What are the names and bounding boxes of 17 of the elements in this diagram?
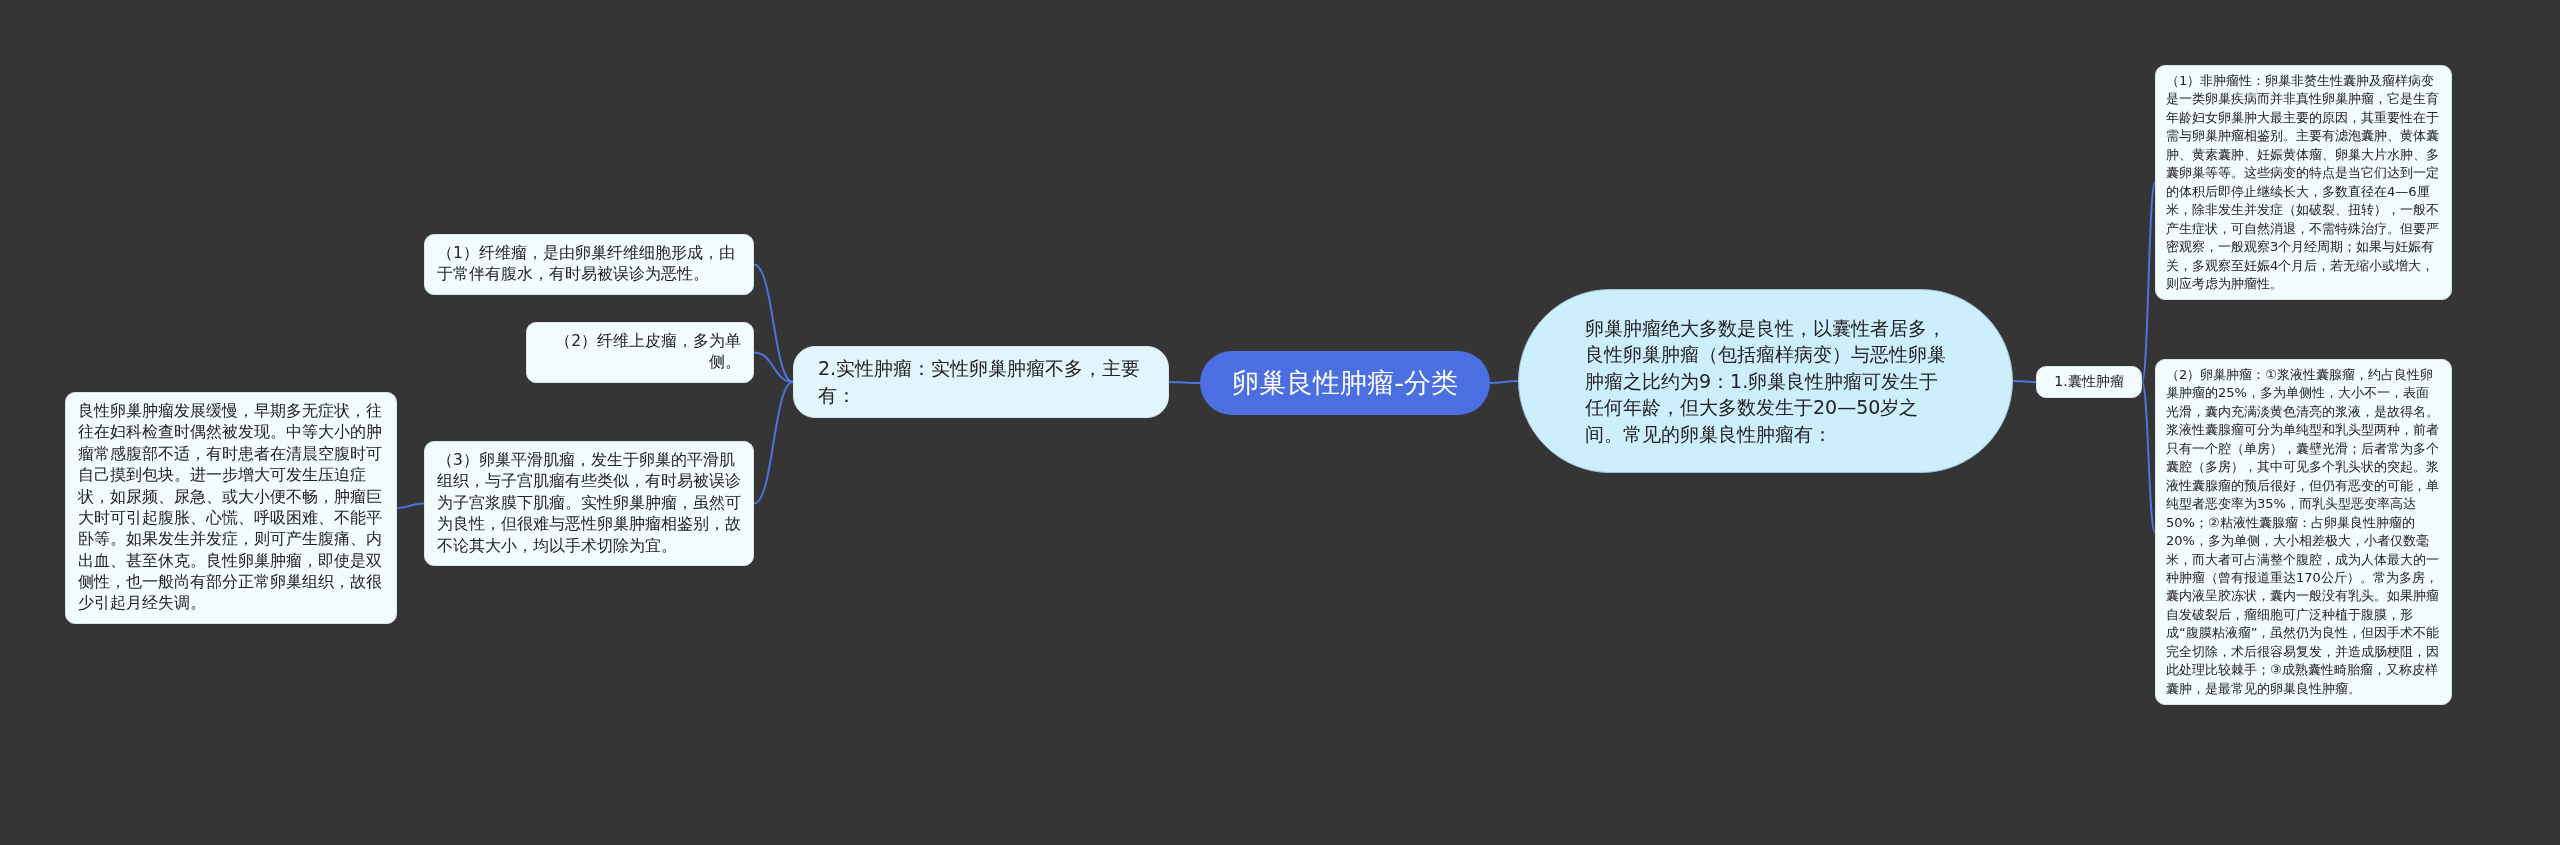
connector-line [2012, 380, 2037, 383]
connector-line [2141, 381, 2156, 534]
connector-line [1489, 380, 1519, 384]
topic-box: 2.实性肿瘤：实性卵巢肿瘤不多，主要有： [793, 346, 1169, 418]
connector-line [753, 381, 794, 505]
topic-box: 1.囊性肿瘤 [2036, 366, 2142, 398]
connector-line [396, 502, 425, 509]
connector-line [753, 351, 794, 383]
text-box: （2）纤维上皮瘤，多为单侧。 [526, 322, 754, 383]
text-box: （2）卵巢肿瘤：①浆液性囊腺瘤，约占良性卵巢肿瘤的25%，多为单侧性，大小不一，表面光滑，囊内充满淡黄色清亮的浆液，是故得名。浆液性囊腺瘤可分为单纯型和乳头型两种，前者只有一个腔（单房），囊壁光滑；后者常为多个囊腔（多房），其中可见多个乳头状的突起。浆液性囊腺瘤的预后很好，但仍有恶变的可能，单纯型者恶变率为35%，而乳头型恶变率高达50%；②粘液性囊腺瘤：占卵巢良性肿瘤的20%，多为单侧，大小相差极大，小者仅数毫米，而大者可占满整个腹腔，成为人体最大的一种肿瘤（曾有报道重达170公斤）。常为多房，囊内液呈胶冻状，囊内一般没有乳头。如果肿瘤自发破裂后，瘤细胞可广泛种植于腹膜，形成“腹膜粘液瘤”，虽然仍为良性，但因手术不能完全切除，术后很容易复发，并造成肠梗阻，因此处理比较棘手；③成熟囊性畸胎瘤，又称皮样囊肿，是最常见的卵巢良性肿瘤。 [2155, 359, 2452, 706]
connector-line [2141, 181, 2156, 383]
text-box: （1）纤维瘤，是由卵巢纤维细胞形成，由于常伴有腹水，有时易被误诊为恶性。 [424, 234, 754, 295]
central-topic: 卵巢良性肿瘤-分类 [1200, 351, 1490, 415]
connector-line [753, 263, 794, 383]
text-box: （1）非肿瘤性：卵巢非赘生性囊肿及瘤样病变是一类卵巢疾病而并非真性卵巢肿瘤，它是生育年龄妇女卵巢肿大最主要的原因，其重要性在于需与卵巢肿瘤相鉴别。主要有滤泡囊肿、黄体囊肿、黄素囊肿、妊娠黄体瘤、卵巢大片水肿、多囊卵巢等等。这些病变的特点是当它们达到一定的体积后即停止继续长大，多数直径在4—6厘米，除非发生并发症（如破裂、扭转），一般不产生症状，可自然消退，不需特殊治疗。但要严密观察，一般观察3个月经周期；如果与妊娠有关，多观察至妊娠4个月后，若无缩小或增大，则应考虑为肿瘤性。 [2155, 65, 2452, 301]
text-box: （3）卵巢平滑肌瘤，发生于卵巢的平滑肌组织，与子宫肌瘤有些类似，有时易被误诊为子宫浆膜下肌瘤。实性卵巢肿瘤，虽然可为良性，但很难与恶性卵巢肿瘤相鉴别，故不论其大小，均以手术切除为宜。 [424, 441, 754, 566]
text-box: 良性卵巢肿瘤发展缓慢，早期多无症状，往往在妇科检查时偶然被发现。中等大小的肿瘤常感腹部不适，有时患者在清晨空腹时可自己摸到包块。进一步增大可发生压迫症状，如尿频、尿急、或大小便不畅，肿瘤巨大时可引起腹胀、心慌、呼吸困难、不能平卧等。如果发生并发症，则可产生腹痛、内出血、甚至休克。良性卵巢肿瘤，即使是双侧性，也一般尚有部分正常卵巢组织，故很少引起月经失调。 [65, 392, 397, 624]
